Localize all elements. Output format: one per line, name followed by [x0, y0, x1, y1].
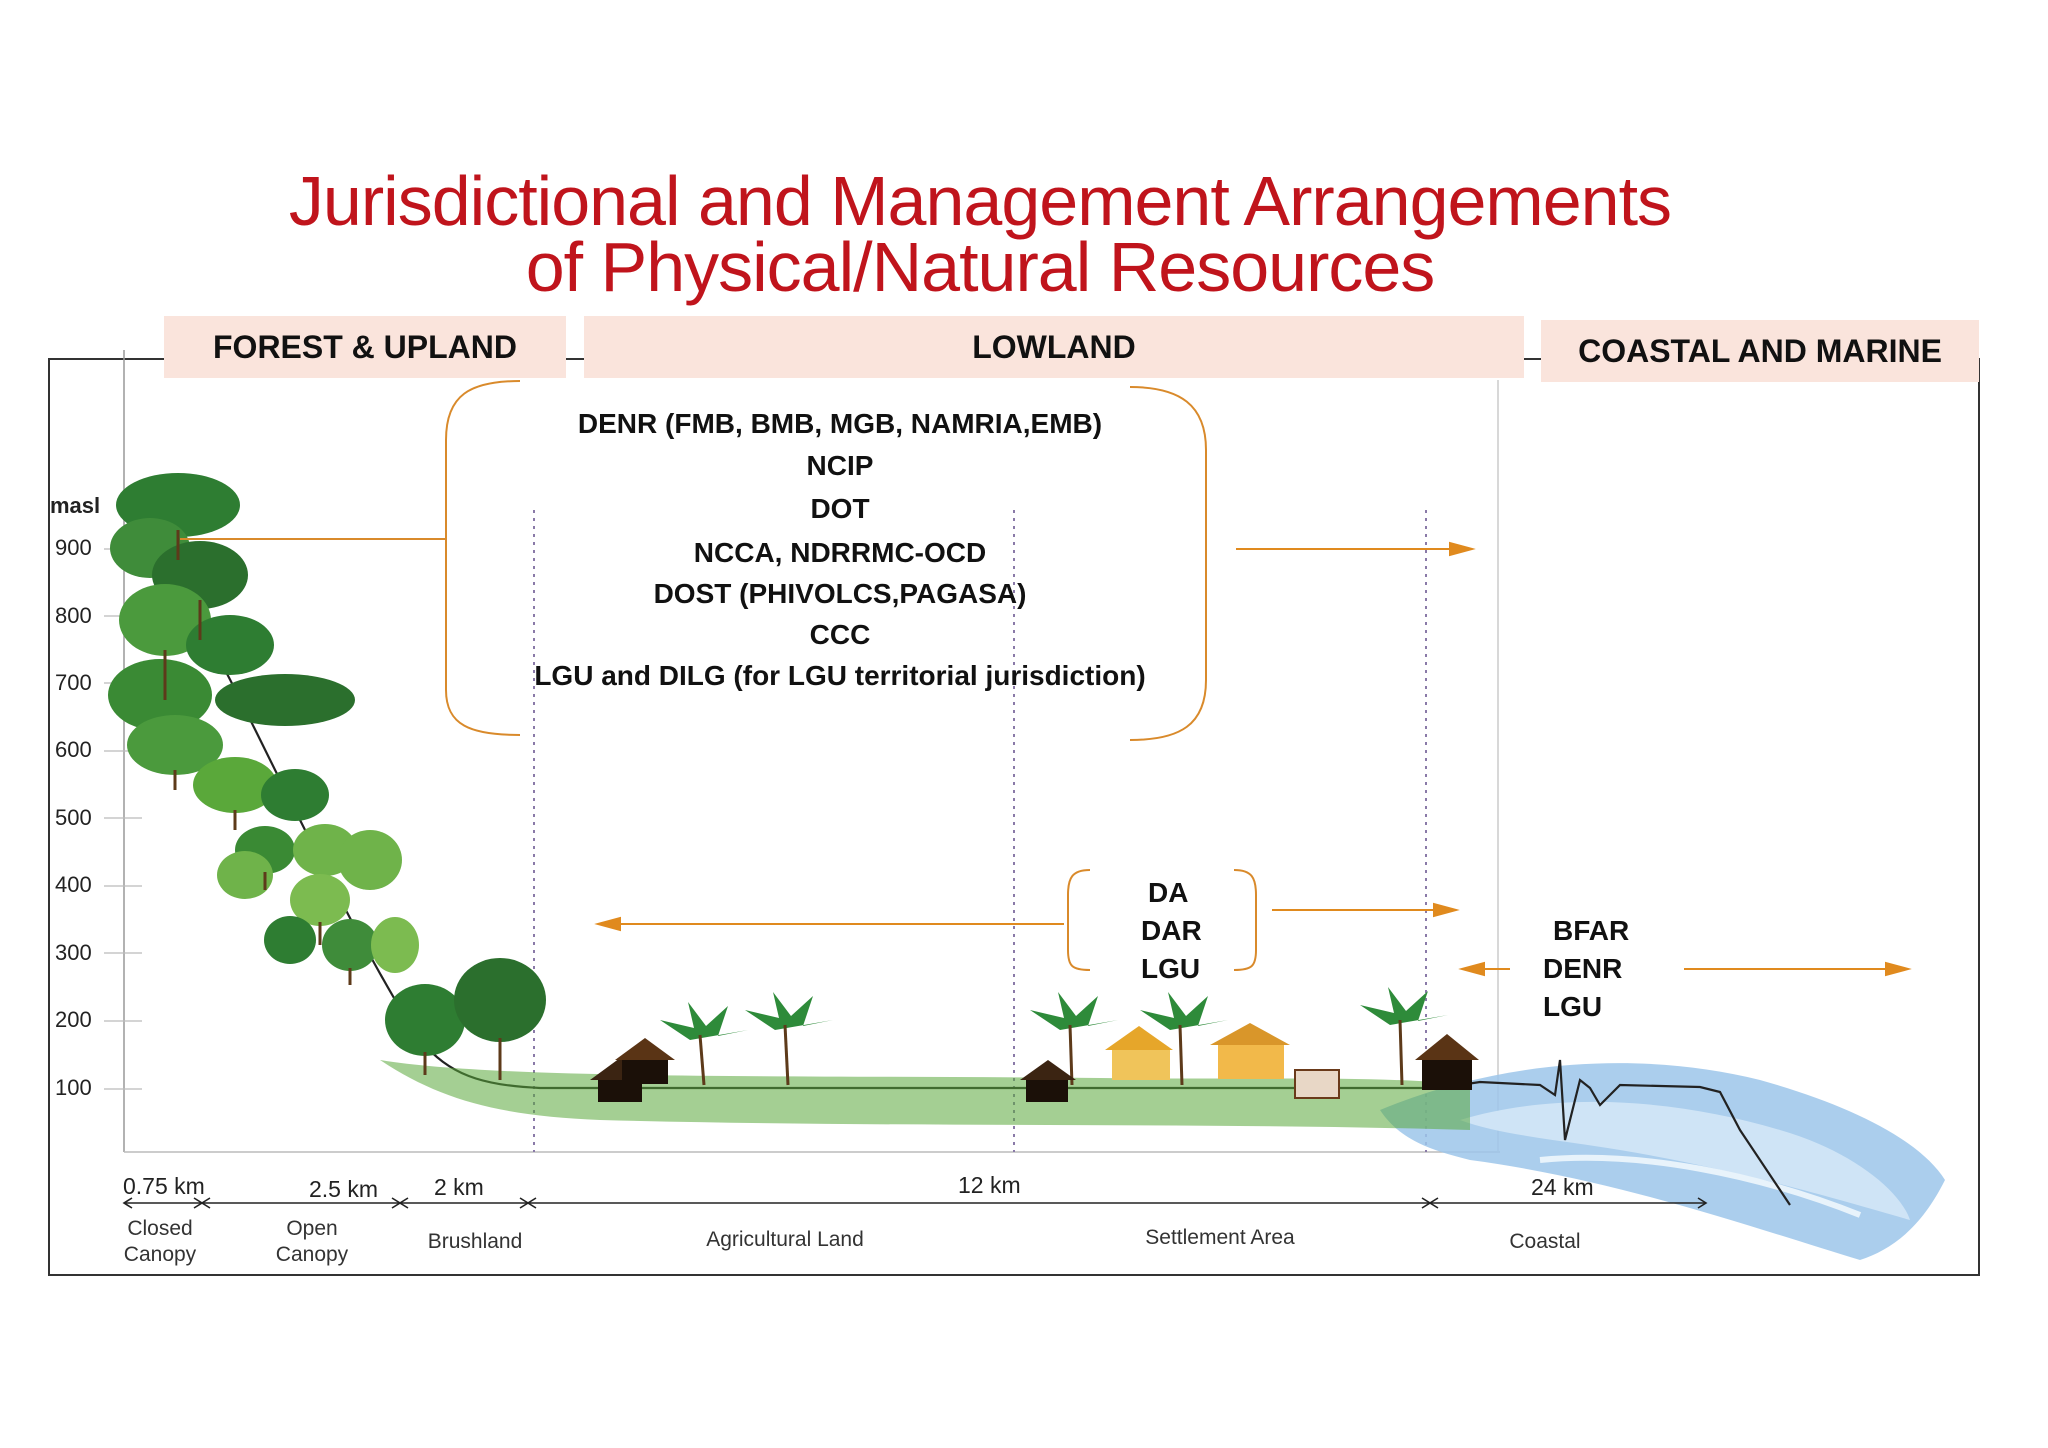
forest-trees	[108, 473, 546, 1056]
landuse-closed-canopy: Closed Canopy	[118, 1216, 202, 1268]
zone-lowland: LOWLAND	[584, 316, 1524, 378]
general-agencies-bracket	[445, 380, 1207, 741]
landuse-agricultural: Agricultural Land	[706, 1228, 864, 1251]
distance-open-canopy: 2.5 km	[309, 1176, 379, 1202]
palm-trunks	[698, 1019, 1404, 1086]
agency-lowland-lgu: LGU	[1141, 953, 1201, 984]
agency-dar: DAR	[1141, 915, 1202, 946]
houses	[1105, 1023, 1340, 1099]
y-tick-100: 100	[55, 1075, 92, 1100]
tree-trunks	[163, 530, 502, 1080]
landuse-open-canopy: Open Canopy	[270, 1216, 354, 1268]
landuse-open-canopy-line1: Open	[286, 1217, 338, 1240]
y-tick-800: 800	[55, 603, 92, 628]
landuse-brushland: Brushland	[427, 1230, 523, 1253]
agency-dost: DOST (PHIVOLCS,PAGASA)	[653, 578, 1027, 609]
agency-lgu-dilg: LGU and DILG (for LGU territorial jurisd…	[534, 660, 1146, 691]
agency-ncip: NCIP	[806, 450, 874, 481]
landuse-settlement: Settlement Area	[1145, 1226, 1295, 1249]
agency-da: DA	[1148, 877, 1189, 908]
zone-forest-upland: FOREST & UPLAND	[164, 316, 566, 378]
distance-closed-canopy: 0.75 km	[123, 1173, 205, 1199]
agency-denr-units: DENR (FMB, BMB, MGB, NAMRIA,EMB)	[577, 408, 1103, 439]
agency-dot: DOT	[810, 493, 870, 524]
zone-boundaries	[533, 510, 1427, 1152]
lowland-palms	[660, 987, 1448, 1040]
y-axis-unit: masl	[50, 493, 101, 518]
distance-brushland: 2 km	[434, 1174, 484, 1200]
page-title: Jurisdictional and Management Arrangemen…	[288, 162, 1672, 240]
y-tick-600: 600	[55, 737, 92, 762]
lowland-agencies-bracket	[1067, 869, 1257, 971]
agency-coastal-lgu: LGU	[1543, 991, 1603, 1022]
agency-coastal-denr: DENR	[1543, 953, 1623, 984]
y-tick-300: 300	[55, 940, 92, 965]
distance-arrows	[122, 1197, 1708, 1209]
y-tick-700: 700	[55, 670, 92, 695]
agency-bfar: BFAR	[1553, 915, 1630, 946]
arrows	[594, 541, 1912, 977]
zone-coastal-marine: COASTAL AND MARINE	[1541, 320, 1979, 382]
y-tick-900: 900	[55, 535, 92, 560]
landuse-coastal: Coastal	[1509, 1230, 1581, 1253]
agency-ncca-ndrrmc: NCCA, NDRRMC-OCD	[693, 537, 987, 568]
agency-ccc: CCC	[809, 619, 871, 650]
distance-coastal: 24 km	[1531, 1174, 1594, 1200]
y-tick-200: 200	[55, 1007, 92, 1032]
landuse-open-canopy-line2: Canopy	[275, 1243, 349, 1266]
sea-water	[1380, 1063, 1945, 1260]
page-subtitle: of Physical/Natural Resources	[525, 228, 1436, 306]
landuse-closed-canopy-line2: Canopy	[123, 1243, 197, 1266]
y-tick-400: 400	[55, 872, 92, 897]
landuse-closed-canopy-line1: Closed	[127, 1217, 193, 1240]
huts	[590, 1034, 1479, 1102]
distance-lowland: 12 km	[958, 1172, 1021, 1198]
y-tick-500: 500	[55, 805, 92, 830]
